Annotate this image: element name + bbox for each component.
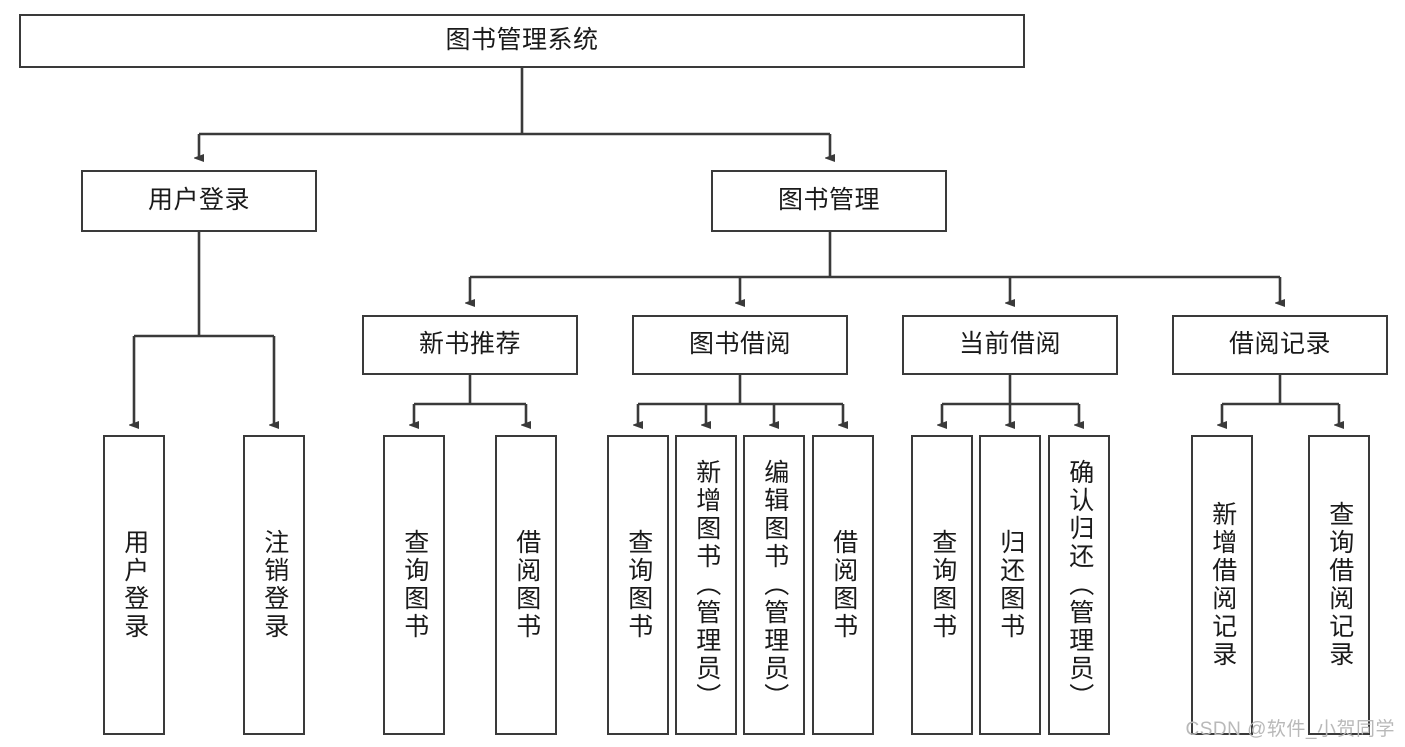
node-user-login[interactable]: 用户登录 — [81, 170, 317, 232]
node-leaf-rec-query-label: 查询图书 — [400, 529, 429, 641]
node-leaf-borrow-add-label: 新增图书（管理员） — [692, 459, 721, 711]
node-leaf-user-logout[interactable]: 注销登录 — [243, 435, 305, 735]
node-leaf-rec-add-label: 新增借阅记录 — [1208, 501, 1237, 669]
node-leaf-user-logout-label: 注销登录 — [260, 529, 289, 641]
node-book-borrow[interactable]: 图书借阅 — [632, 315, 848, 375]
node-leaf-borrow-edit-label: 编辑图书（管理员） — [760, 459, 789, 711]
watermark-text: CSDN @软件_小贺同学 — [1185, 719, 1395, 740]
node-leaf-user-login-label: 用户登录 — [120, 529, 149, 641]
node-leaf-cur-confirm[interactable]: 确认归还（管理员） — [1048, 435, 1110, 735]
node-leaf-rec-borrow[interactable]: 借阅图书 — [495, 435, 557, 735]
node-leaf-cur-confirm-label: 确认归还（管理员） — [1065, 459, 1094, 711]
node-leaf-rec-search-label: 查询借阅记录 — [1325, 501, 1354, 669]
node-borrow-record-label: 借阅记录 — [1228, 330, 1331, 359]
node-leaf-borrow-query-label: 查询图书 — [624, 529, 653, 641]
node-root[interactable]: 图书管理系统 — [19, 14, 1025, 68]
node-book-manage-label: 图书管理 — [777, 186, 880, 215]
node-new-book-rec-label: 新书推荐 — [418, 330, 521, 359]
node-leaf-cur-query[interactable]: 查询图书 — [911, 435, 973, 735]
node-book-manage[interactable]: 图书管理 — [711, 170, 947, 232]
node-leaf-user-login[interactable]: 用户登录 — [103, 435, 165, 735]
node-user-login-label: 用户登录 — [147, 186, 250, 215]
node-leaf-borrow-do-label: 借阅图书 — [829, 529, 858, 641]
node-leaf-borrow-query[interactable]: 查询图书 — [607, 435, 669, 735]
node-leaf-borrow-add[interactable]: 新增图书（管理员） — [675, 435, 737, 735]
node-current-borrow-label: 当前借阅 — [958, 330, 1061, 359]
node-leaf-cur-return-label: 归还图书 — [996, 529, 1025, 641]
node-leaf-rec-query[interactable]: 查询图书 — [383, 435, 445, 735]
node-current-borrow[interactable]: 当前借阅 — [902, 315, 1118, 375]
node-new-book-rec[interactable]: 新书推荐 — [362, 315, 578, 375]
node-leaf-cur-query-label: 查询图书 — [928, 529, 957, 641]
node-leaf-borrow-edit[interactable]: 编辑图书（管理员） — [743, 435, 805, 735]
node-leaf-rec-add[interactable]: 新增借阅记录 — [1191, 435, 1253, 735]
node-borrow-record[interactable]: 借阅记录 — [1172, 315, 1388, 375]
node-leaf-rec-search[interactable]: 查询借阅记录 — [1308, 435, 1370, 735]
node-leaf-borrow-do[interactable]: 借阅图书 — [812, 435, 874, 735]
node-root-label: 图书管理系统 — [445, 26, 599, 55]
node-book-borrow-label: 图书借阅 — [688, 330, 791, 359]
node-leaf-rec-borrow-label: 借阅图书 — [512, 529, 541, 641]
node-leaf-cur-return[interactable]: 归还图书 — [979, 435, 1041, 735]
